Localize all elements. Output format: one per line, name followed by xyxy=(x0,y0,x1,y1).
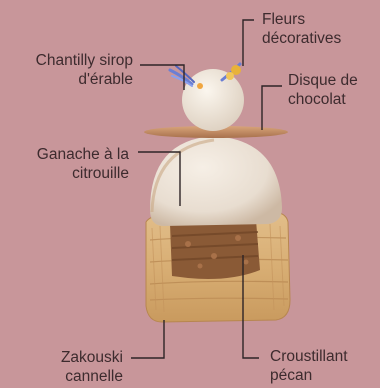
label-disque-chocolat: Disque de chocolat xyxy=(288,71,358,109)
label-fleurs-decoratives: Fleurs décoratives xyxy=(262,10,341,48)
leader-fleurs xyxy=(243,20,254,66)
label-zakouski-cannelle: Zakouski cannelle xyxy=(61,348,123,386)
label-chantilly-sirop: Chantilly sirop d'érable xyxy=(36,51,133,89)
leader-disque xyxy=(262,86,282,130)
label-ganache-citrouille: Ganache à la citrouille xyxy=(37,145,129,183)
croustillant-pecan xyxy=(170,220,260,279)
label-croustillant-pecan: Croustillant pécan xyxy=(270,347,348,385)
leader-zakouski xyxy=(131,320,164,358)
ganache-citrouille xyxy=(150,136,282,226)
